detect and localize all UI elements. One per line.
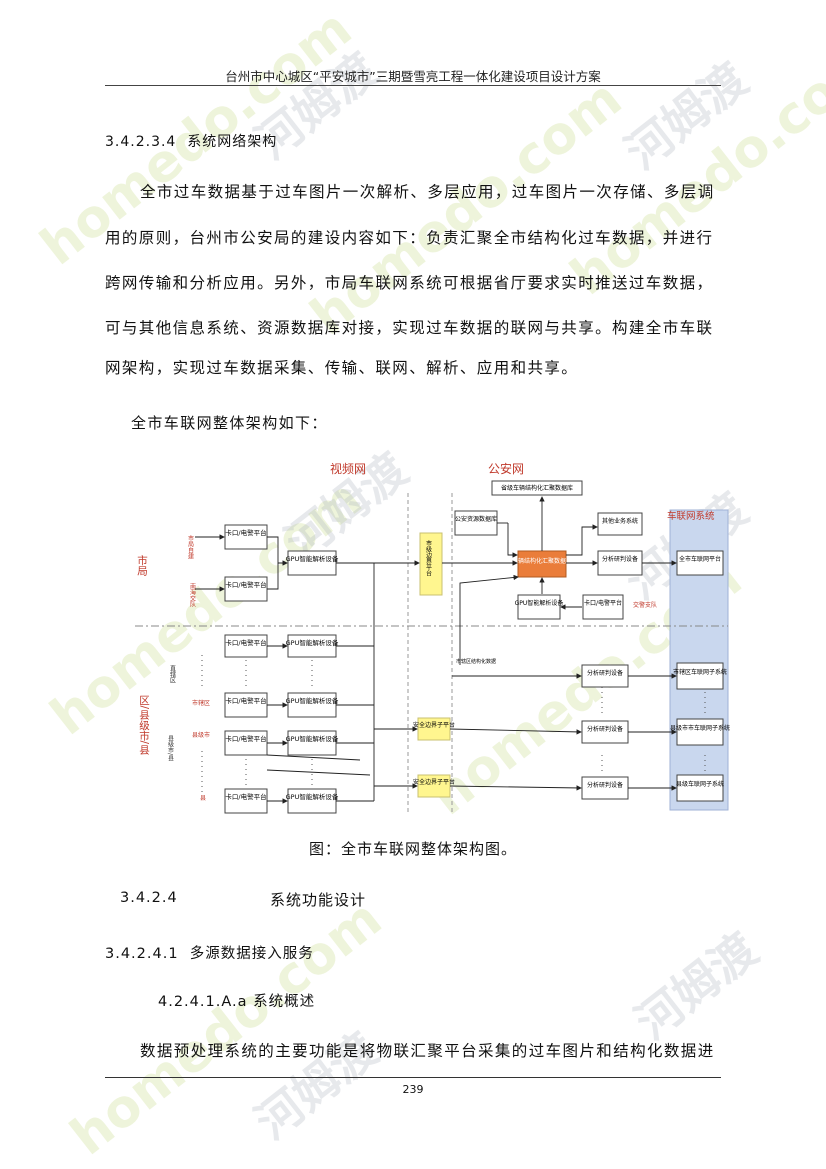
svg-text:卡口/电警平台: 卡口/电警平台 xyxy=(225,638,266,647)
svg-text:卡口/电警平台: 卡口/电警平台 xyxy=(225,792,266,801)
svg-text:卡口/电警平台: 卡口/电警平台 xyxy=(225,580,266,589)
watermark-text: 河姆渡 xyxy=(625,922,768,1050)
svg-text:卡口/电警平台: 卡口/电警平台 xyxy=(225,528,266,537)
source-traffic-team: 南海交队 xyxy=(189,582,196,608)
svg-text:GPU智能解析设备: GPU智能解析设备 xyxy=(286,554,339,563)
watermark-text: 河姆渡 xyxy=(245,42,388,170)
svg-text:其他业务系统: 其他业务系统 xyxy=(602,517,638,525)
footer-divider xyxy=(105,1077,721,1078)
section-heading-system-overview: 4.2.4.1.A.a 系统概述 xyxy=(158,994,316,1010)
checkpoint-boxes: 卡口/电警平台 卡口/电警平台 卡口/电警平台 卡口/电警平台 卡口/电警平台 … xyxy=(224,524,268,814)
header-divider xyxy=(105,85,721,86)
city-boundary-platform xyxy=(419,532,443,596)
svg-text:县级车联网子系统: 县级车联网子系统 xyxy=(676,780,724,788)
svg-text:安全边界子平台: 安全边界子平台 xyxy=(413,778,455,786)
connector-lines xyxy=(195,496,677,804)
district-structured-data-note: 市辖区结构化数据 xyxy=(456,658,496,665)
gpu-boxes: GPU智能解析设备 GPU智能解析设备 GPU智能解析设备 GPU智能解析设备 … xyxy=(286,550,339,814)
svg-text:GPU智能解析设备: GPU智能解析设备 xyxy=(286,792,339,801)
svg-text:分析研判设备: 分析研判设备 xyxy=(587,669,623,677)
svg-text:GPU智能解析设备: GPU智能解析设备 xyxy=(286,638,339,647)
section-number-3-4-2-4: 3.4.2.4 xyxy=(120,890,178,906)
svg-text:GPU智能解析设备: GPU智能解析设备 xyxy=(286,734,339,743)
svg-text:卡口/电警平台: 卡口/电警平台 xyxy=(225,696,266,705)
svg-text:全市车联网平台: 全市车联网平台 xyxy=(679,555,721,563)
svg-text:分析研判设备: 分析研判设备 xyxy=(587,781,623,789)
svg-text:车辆结构化汇聚数据库: 车辆结构化汇聚数据库 xyxy=(512,557,572,565)
source-county: 县 xyxy=(200,795,206,802)
svg-text:市辖区车联网子系统: 市辖区车联网子系统 xyxy=(673,668,727,676)
county-city-iov-subsystem-box xyxy=(676,718,724,746)
svg-text:省级车辆结构化汇聚数据库: 省级车辆结构化汇聚数据库 xyxy=(501,484,573,492)
district-iov-subsystem-box xyxy=(676,662,724,690)
public-resource-db-box xyxy=(454,510,498,536)
vehicle-structured-db-box xyxy=(517,550,567,578)
source-city-self-built: 市局自建 xyxy=(187,534,194,560)
page-number: 239 xyxy=(402,1083,424,1096)
zone-iov-label: 车联网系统 xyxy=(667,510,715,522)
section-heading-3-4-2-3-4: 3.4.2.3.4 系统网络架构 xyxy=(105,134,278,150)
district-level-label: 区/县级市/县 xyxy=(138,695,150,755)
analysis-device-box xyxy=(597,550,643,576)
iov-architecture-diagram: 视频网 公安网 车联网系统 市局 区/县级市/县 市局自建 南海交队 直辖区 市… xyxy=(135,461,730,814)
diagram-intro: 全市车联网整体架构如下： xyxy=(131,414,328,432)
svg-text:卡口/电警平台: 卡口/电警平台 xyxy=(225,734,266,743)
figure-caption: 图：全市车联网整体架构图。 xyxy=(308,840,517,858)
paragraph-line: 用的原则，台州市公安局的建设内容如下：负责汇聚全市结构化过车数据，并进行 xyxy=(105,229,714,247)
svg-text:安全边界子平台: 安全边界子平台 xyxy=(413,721,455,729)
svg-text:GPU智能解析设备: GPU智能解析设备 xyxy=(515,599,564,607)
source-county-city: 县级市 xyxy=(192,731,210,739)
section-title-3-4-2-4: 系统功能设计 xyxy=(270,891,367,909)
svg-text:市级边界平台: 市级边界平台 xyxy=(425,539,432,577)
placeholder-dots xyxy=(201,655,706,795)
zone-video-label: 视频网 xyxy=(330,461,366,476)
paragraph-line: 跨网传输和分析应用。另外，市局车联网系统可根据省厅要求实时推送过车数据， xyxy=(105,274,714,292)
svg-text:公安资源数据库: 公安资源数据库 xyxy=(455,515,497,523)
county-iov-subsystem-box xyxy=(676,774,724,802)
section-heading-3-4-2-4-1: 3.4.2.4.1 多源数据接入服务 xyxy=(105,946,314,962)
source-county-city-vertical: 县级市/县 xyxy=(167,735,174,762)
paragraph-line: 网架构，实现过车数据采集、传输、联网、解析、应用和共享。 xyxy=(105,359,579,377)
traffic-police-label: 交警支队 xyxy=(633,601,657,609)
watermark-text: homedo.com xyxy=(300,68,633,348)
svg-text:分析研判设备: 分析研判设备 xyxy=(602,555,638,563)
city-level-label: 市局 xyxy=(136,554,148,577)
paragraph-line: 数据预处理系统的主要功能是将物联汇聚平台采集的过车图片和结构化数据进 xyxy=(140,1042,715,1060)
other-business-box xyxy=(597,512,643,536)
svg-text:县级市市车联网子系统: 县级市市车联网子系统 xyxy=(670,724,730,732)
police-gpu-box xyxy=(517,594,561,620)
watermark-text: homedo.com xyxy=(60,888,393,1168)
svg-text:卡口/电警平台: 卡口/电警平台 xyxy=(584,599,622,607)
paragraph-line: 可与其他信息系统、资源数据库对接，实现过车数据的联网与共享。构建全市车联 xyxy=(105,319,714,337)
city-iov-platform-box xyxy=(676,550,724,576)
source-direct-district: 直辖区 xyxy=(169,664,176,683)
zone-police-label: 公安网 xyxy=(488,461,524,476)
paragraph-line: 全市过车数据基于过车图片一次解析、多层应用，过车图片一次存储、多层调 xyxy=(140,183,715,201)
page-header-title: 台州市中心城区“平安城市”三期暨雪亮工程一体化建设项目设计方案 xyxy=(225,69,601,84)
source-municipal-district: 市辖区 xyxy=(192,699,210,707)
svg-text:分析研判设备: 分析研判设备 xyxy=(587,725,623,733)
provincial-db-box xyxy=(491,480,583,496)
svg-text:GPU智能解析设备: GPU智能解析设备 xyxy=(286,696,339,705)
police-checkpoint-box xyxy=(582,594,624,620)
